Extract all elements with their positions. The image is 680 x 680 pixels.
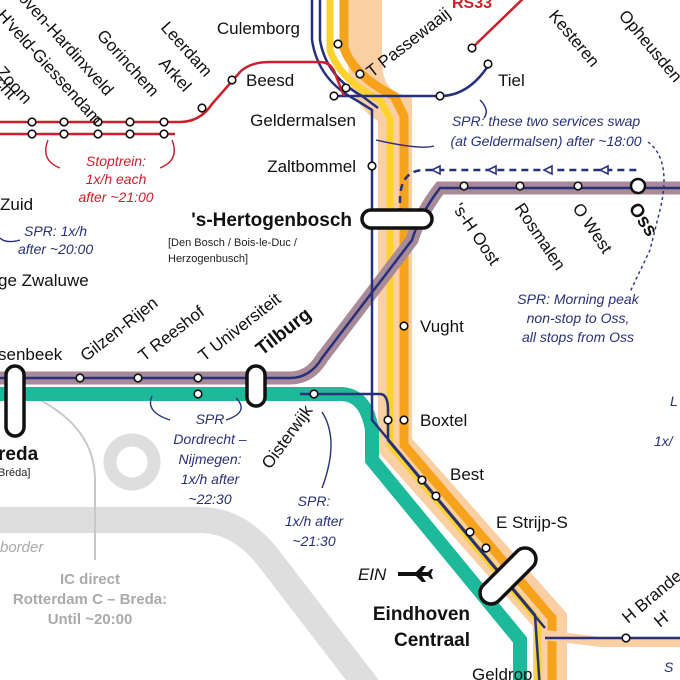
hertogenbosch-alt-names-2: Herzogenbusch] — [168, 253, 248, 265]
note-right-2: 1x/ — [654, 433, 675, 449]
note-ic-3: Until ~20:00 — [48, 611, 133, 628]
station-eindhoven-2[interactable]: Centraal — [394, 630, 470, 651]
station-zuid[interactable]: Zuid — [0, 195, 33, 214]
note-stoptrein-1: Stoptrein: — [86, 153, 146, 169]
station-best[interactable]: Best — [450, 465, 484, 484]
note-spr-zuid-2: after ~20:00 — [18, 241, 93, 257]
airport-code: EIN — [358, 565, 387, 584]
station-rosmalen[interactable]: Rosmalen — [511, 200, 570, 274]
note-ddn-4: 1x/h after — [181, 471, 241, 487]
note-ddn-3: Nijmegen: — [178, 451, 241, 467]
station-breda[interactable]: reda — [0, 444, 39, 465]
station-dots — [27, 39, 631, 643]
station-boxtel[interactable]: Boxtel — [420, 411, 467, 430]
airplane-icon — [398, 566, 433, 582]
note-connectors — [0, 99, 665, 489]
note-ddn-2: Dordrecht – — [173, 431, 246, 447]
note-right-3: S — [664, 659, 674, 675]
note-boxtel-2: 1x/h after — [285, 513, 345, 529]
service-notes: Stoptrein: 1x/h each after ~21:00 SPR: t… — [0, 113, 678, 675]
direction-arrows — [430, 164, 609, 176]
note-stoptrein-3: after ~21:00 — [78, 189, 153, 205]
station-culemborg[interactable]: Culemborg — [217, 19, 300, 38]
station-beesd[interactable]: Beesd — [246, 71, 294, 90]
note-ic-1: IC direct — [60, 571, 120, 588]
note-oss-2: non-stop to Oss, — [527, 310, 630, 326]
station-tiel[interactable]: Tiel — [498, 71, 525, 90]
station-hertogenbosch[interactable]: 's-Hertogenbosch — [191, 210, 352, 231]
breda-interchange[interactable] — [4, 364, 26, 438]
station-geldrop[interactable]: Geldrop — [472, 665, 532, 680]
note-ddn-5: ~22:30 — [188, 491, 231, 507]
station-eindhoven-1[interactable]: Eindhoven — [373, 604, 470, 625]
east-west-line — [0, 168, 680, 385]
hertogenbosch-interchange[interactable] — [360, 208, 434, 230]
note-border: border — [0, 539, 44, 556]
station-h-partial[interactable]: H' — [650, 607, 674, 632]
note-oss-3: all stops from Oss — [522, 329, 634, 345]
interchanges — [4, 208, 540, 608]
station-vught[interactable]: Vught — [420, 317, 464, 336]
note-ic-2: Rotterdam C – Breda: — [13, 591, 167, 608]
station-oss[interactable]: Oss — [624, 199, 661, 241]
note-stoptrein-2: 1x/h each — [86, 171, 147, 187]
station-zaltbommel[interactable]: Zaltbommel — [267, 157, 356, 176]
tilburg-interchange[interactable] — [245, 364, 267, 408]
station-kesteren[interactable]: Kesteren — [545, 6, 603, 70]
station-oisterwijk[interactable]: Oisterwijk — [258, 401, 317, 472]
station-strijp[interactable]: E Strijp-S — [496, 513, 568, 532]
station-lage-zwaluwe[interactable]: ge Zwaluwe — [0, 271, 89, 290]
oss-station-dot — [629, 177, 647, 195]
station-opheusden[interactable]: Opheusden — [615, 6, 680, 86]
note-spr-zuid-1: SPR: 1x/h — [24, 223, 87, 239]
route-rs33: RS33 — [452, 0, 492, 12]
eindhoven-interchange[interactable] — [475, 543, 540, 608]
station-geldermalsen[interactable]: Geldermalsen — [250, 111, 356, 130]
red-lines — [0, 0, 524, 136]
note-boxtel-3: ~21:30 — [292, 533, 335, 549]
breda-alt-name: Bréda] — [0, 467, 30, 479]
oss-dashed-line — [398, 168, 640, 215]
ring-road — [103, 433, 161, 491]
note-boxtel-1: SPR: — [298, 493, 331, 509]
border-band — [0, 507, 379, 680]
note-swap-2: (at Geldermalsen) after ~18:00 — [450, 133, 641, 149]
hertogenbosch-alt-names-1: [Den Bosch / Bois-le-Duc / — [168, 237, 298, 249]
note-oss-1: SPR: Morning peak — [517, 291, 639, 307]
note-ddn-1: SPR — [196, 411, 225, 427]
station-prinsenbeek[interactable]: senbeek — [0, 345, 63, 364]
station-o-west[interactable]: O West — [569, 200, 616, 258]
note-swap-1: SPR: these two services swap — [452, 113, 641, 129]
note-right-1: L — [670, 393, 678, 409]
station-hs-oost[interactable]: 's-H Oost — [449, 200, 504, 269]
